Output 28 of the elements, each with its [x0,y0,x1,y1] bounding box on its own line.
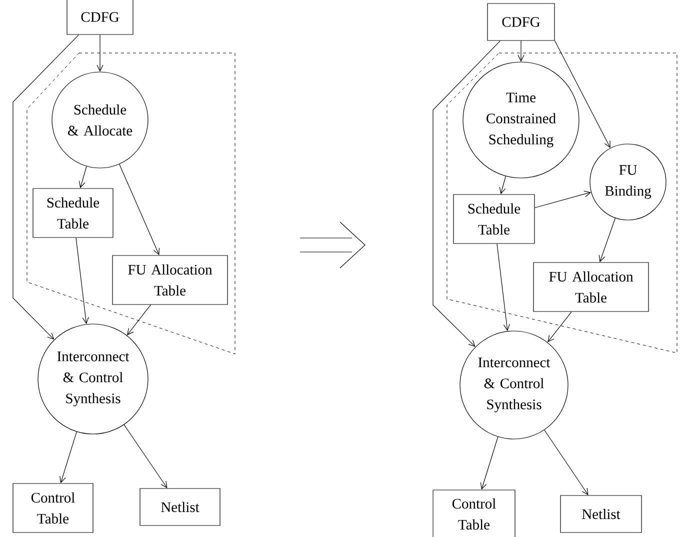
process-box: Control Table [12,483,94,533]
process-box: Netlist [140,488,220,526]
arrow [518,40,524,62]
process-box: CDFG [66,0,134,35]
arrow [499,176,506,194]
arrow [96,34,104,72]
process-box: Schedule Table [32,188,114,238]
arrow [544,430,588,496]
process-box: CDFG [487,3,555,41]
process-box: Schedule Table [453,194,535,244]
arrow [60,432,77,484]
arrow [12,34,79,340]
process-box: FU Allocation Table [112,255,228,305]
arrow [432,40,500,347]
arrow [78,166,87,188]
process-box: Netlist [560,495,642,533]
arrow [480,436,498,490]
arrow [534,190,592,208]
arrow [76,238,89,324]
arrow [548,312,572,342]
arrow [496,243,510,332]
arrow [126,304,152,336]
process-box: FU Allocation Table [533,262,649,312]
arrow [124,424,168,488]
process-box: Control Table [432,490,516,537]
arrow [554,40,610,148]
arrow [598,218,616,262]
arrow [119,164,160,256]
